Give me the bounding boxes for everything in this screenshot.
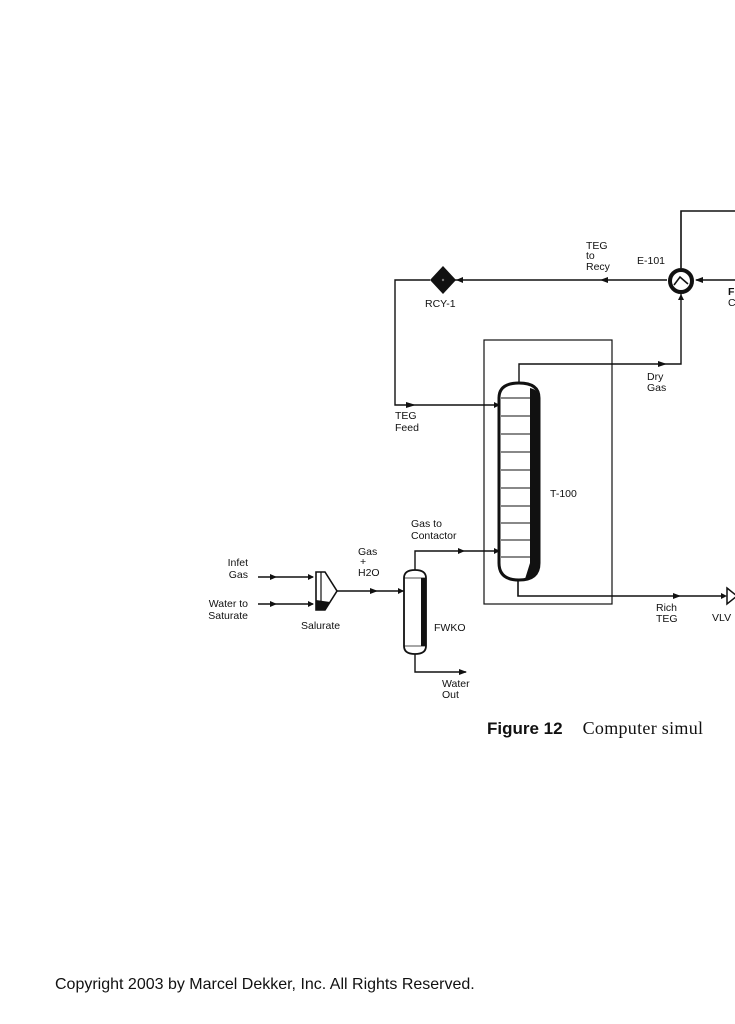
label-clipped-right-2: C <box>728 297 735 309</box>
label-rich-teg-2: TEG <box>656 613 678 625</box>
vlv-inlet-arrow <box>721 593 727 599</box>
label-water-out-1: Water <box>442 678 470 690</box>
water-out-arrow <box>459 669 467 675</box>
figure-number: Figure 12 <box>487 719 563 738</box>
label-inlet-gas-2: Gas <box>229 569 248 581</box>
stream-teg-feed-line <box>394 279 500 406</box>
stream-line-top-right <box>680 210 735 268</box>
label-vlv: VLV <box>712 612 731 624</box>
label-water-to-saturate-1: Water to <box>209 598 248 610</box>
label-teg-to-recy-2: to <box>586 250 595 262</box>
e101-bottom-inlet-arrow <box>678 294 684 300</box>
inlet-gas-arrow-2 <box>308 574 314 580</box>
label-t-100: T-100 <box>550 488 577 500</box>
stream-water-out-line <box>414 654 466 673</box>
column-subflowsheet-box <box>483 339 613 605</box>
teg-feed-inlet-arrow <box>494 402 500 408</box>
stream-teg-to-recy-arrow <box>600 277 608 283</box>
inlet-gas-arrow <box>270 574 277 580</box>
label-saturate: Salurate <box>301 620 340 632</box>
label-e-101: E-101 <box>637 255 665 267</box>
label-teg-to-recy-1: TEG <box>586 240 608 252</box>
label-teg-feed-2: Feed <box>395 422 419 434</box>
copyright-notice: Copyright 2003 by Marcel Dekker, Inc. Al… <box>55 976 475 993</box>
label-water-to-saturate-2: Saturate <box>208 610 248 622</box>
teg-feed-arrow <box>406 402 416 408</box>
label-dry-gas-2: Gas <box>647 382 666 394</box>
rich-teg-arrow <box>673 593 681 599</box>
label-gas-h2o-2: + <box>360 556 366 568</box>
gas-to-contactor-arrow <box>458 548 465 554</box>
figure-caption-text: Computer simul <box>582 718 704 738</box>
water-to-saturate-arrow <box>270 601 277 607</box>
stream-gas-to-contactor-line <box>414 550 500 570</box>
contactor-inlet-arrow <box>494 548 500 554</box>
fwko-inlet-arrow <box>398 588 404 594</box>
saturate-mixer-icon[interactable] <box>315 571 338 611</box>
label-teg-to-recy-3: Recy <box>586 261 611 273</box>
fwko-separator-icon[interactable] <box>403 569 427 655</box>
label-water-out-2: Out <box>442 689 459 701</box>
gas-h2o-arrow <box>370 588 378 594</box>
stream-dry-gas-line <box>518 294 682 385</box>
label-teg-feed-1: TEG <box>395 410 417 422</box>
label-dry-gas-1: Dry <box>647 371 664 383</box>
rcy-inlet-arrow <box>456 277 463 283</box>
label-rcy-1: RCY-1 <box>425 298 456 310</box>
rcy-1-recycle-icon[interactable] <box>430 266 456 294</box>
water-to-saturate-arrow-2 <box>308 601 314 607</box>
label-fwko: FWKO <box>434 622 466 634</box>
label-rich-teg-1: Rich <box>656 602 677 614</box>
label-gas-to-contactor-1: Gas to <box>411 518 442 530</box>
e-101-heat-exchanger-icon[interactable] <box>668 268 694 294</box>
vlv-valve-icon[interactable] <box>726 586 735 606</box>
label-gas-to-contactor-2: Contactor <box>411 530 457 542</box>
figure-caption: Figure 12 Computer simul <box>487 718 703 739</box>
label-clipped-right-1: F <box>728 286 735 298</box>
label-gas-h2o-1: Gas <box>358 546 377 558</box>
label-inlet-gas-1: Infet <box>228 557 249 569</box>
t-100-column-icon[interactable] <box>497 381 541 582</box>
label-gas-h2o-3: H2O <box>358 567 380 579</box>
dry-gas-arrow <box>658 361 667 367</box>
stream-rich-teg-line <box>517 580 722 597</box>
